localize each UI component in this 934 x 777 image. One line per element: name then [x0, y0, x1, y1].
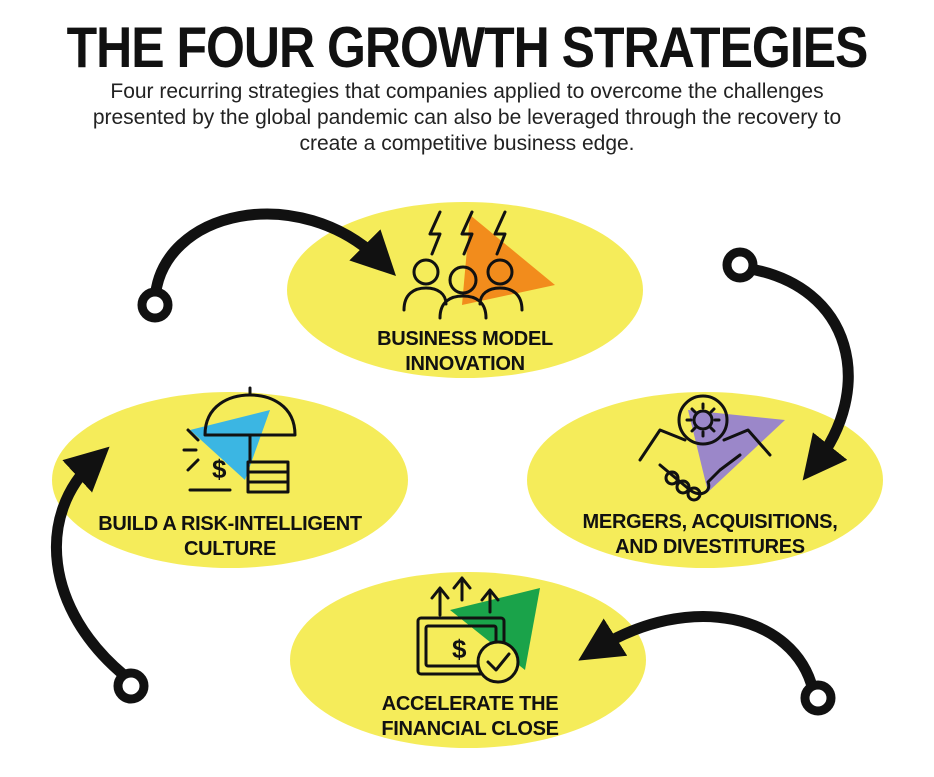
- risk-culture-label: BUILD A RISK-INTELLIGENT CULTURE: [98, 513, 362, 560]
- arrow-to-risk-culture: [50, 446, 149, 704]
- page-title: THE FOUR GROWTH STRATEGIES: [66, 15, 869, 80]
- svg-text:$: $: [212, 454, 227, 484]
- mergers-ellipse: [527, 392, 883, 568]
- business-model-label: BUSINESS MODEL INNOVATION: [377, 328, 553, 375]
- page-subtitle: Four recurring strategies that companies…: [92, 80, 842, 155]
- financial-close-ellipse: [290, 572, 646, 748]
- team-lightning-icon: [402, 210, 555, 320]
- handshake-gear-icon: [638, 394, 785, 502]
- arrow-to-business-model: [137, 208, 397, 323]
- arrow-to-financial-close: [578, 611, 836, 716]
- money-check-icon: $: [416, 576, 540, 684]
- financial-close-label: ACCELERATE THE FINANCIAL CLOSE: [381, 693, 559, 740]
- arrow-to-mergers: [722, 247, 854, 481]
- risk-culture-ellipse: [52, 392, 408, 568]
- mergers-label: MERGERS, ACQUISITIONS, AND DIVESTITURES: [582, 511, 838, 558]
- svg-text:$: $: [452, 634, 467, 664]
- umbrella-money-icon: $: [182, 386, 297, 494]
